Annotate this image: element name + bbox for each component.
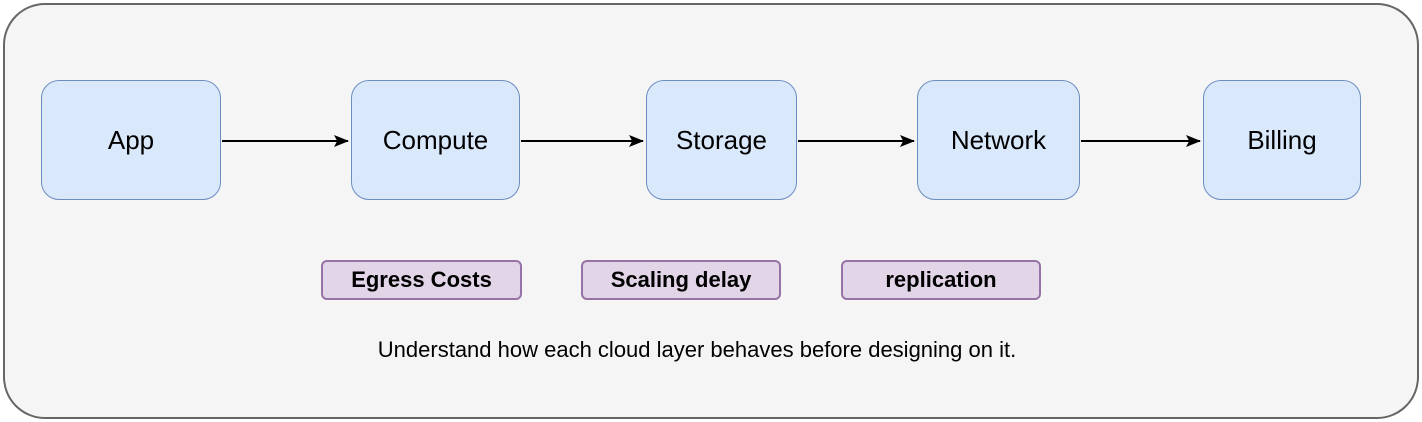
node-compute-label: Compute [382,125,489,155]
annotation-replication-label: replication [885,267,997,292]
node-storage-label: Storage [675,125,768,155]
diagram-container [3,3,1419,419]
node-network[interactable]: Network [917,80,1080,200]
node-billing[interactable]: Billing [1203,80,1361,200]
node-compute[interactable]: Compute [351,80,520,200]
annotation-scaling-delay-label: Scaling delay [610,267,752,292]
annotation-replication[interactable]: replication [841,260,1041,300]
node-billing-label: Billing [1247,125,1317,155]
node-app-label: App [107,125,155,155]
diagram-caption: Understand how each cloud layer behaves … [377,337,1017,362]
annotation-egress-costs-label: Egress Costs [351,267,492,292]
node-network-label: Network [950,125,1047,155]
annotation-scaling-delay[interactable]: Scaling delay [581,260,781,300]
node-storage[interactable]: Storage [646,80,797,200]
node-app[interactable]: App [41,80,221,200]
annotation-egress-costs[interactable]: Egress Costs [321,260,522,300]
